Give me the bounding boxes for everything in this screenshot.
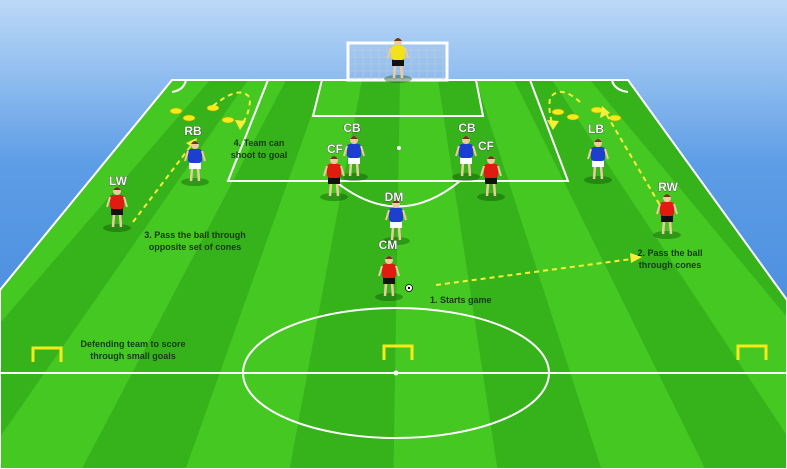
stripe xyxy=(393,80,498,469)
player-cm-red xyxy=(375,256,403,301)
label-lb: LB xyxy=(588,122,604,136)
cone xyxy=(182,114,196,122)
stripe xyxy=(185,80,362,469)
boundary-line xyxy=(0,79,787,469)
cone xyxy=(221,116,235,124)
arrow-curl-right xyxy=(548,91,581,127)
note-step3-line1: 3. Pass the ball through xyxy=(144,230,246,240)
note-step3-line2: opposite set of cones xyxy=(149,242,242,252)
note-step4-line1: 4. Team can xyxy=(234,138,285,148)
stripe xyxy=(476,80,706,469)
corner-arc-right xyxy=(611,79,629,93)
stripe xyxy=(0,80,210,469)
small-goal xyxy=(382,344,414,360)
arrow-curl-left xyxy=(212,91,252,127)
label-cb-right: CB xyxy=(458,121,476,135)
note-step4-line2: shoot to goal xyxy=(231,150,288,160)
player-rw-red xyxy=(653,194,681,239)
label-cb-left: CB xyxy=(343,121,361,135)
player-rb-blue xyxy=(181,141,209,186)
note-step2-line1: 2. Pass the ball xyxy=(637,248,702,258)
small-goal xyxy=(31,346,63,362)
player-cf-red xyxy=(320,156,348,201)
note-step2-line2: through cones xyxy=(639,260,702,270)
cone xyxy=(608,114,622,122)
label-dm: DM xyxy=(385,190,404,204)
player-cf-red xyxy=(477,156,505,201)
arrow-rw-pass xyxy=(604,111,665,213)
stripe xyxy=(0,80,286,469)
label-cf-right: CF xyxy=(478,139,494,153)
player-dm-blue xyxy=(382,200,410,245)
player-lb-blue xyxy=(584,139,612,184)
center-spot xyxy=(393,370,399,376)
player-cb-blue xyxy=(452,136,480,181)
note-step1: 1. Starts game xyxy=(430,295,492,305)
note-defend-line1: Defending team to score xyxy=(80,339,185,349)
stripe xyxy=(552,80,787,469)
label-cf-left: CF xyxy=(327,142,343,156)
center-circle xyxy=(242,307,550,439)
penalty-box xyxy=(226,79,570,182)
note-defend-line2: through small goals xyxy=(90,351,176,361)
goal-box xyxy=(311,79,485,117)
corner-arc-left xyxy=(171,79,187,93)
player-cb-blue xyxy=(340,136,368,181)
player-lw-red xyxy=(103,187,131,232)
ball xyxy=(405,284,413,292)
penalty-spot xyxy=(397,146,401,150)
small-goal xyxy=(736,344,768,360)
label-cm: CM xyxy=(379,238,398,252)
cone xyxy=(566,113,580,121)
pitch-stripes xyxy=(0,80,787,469)
cone xyxy=(551,108,565,116)
arrows xyxy=(132,91,665,286)
label-lw: LW xyxy=(109,174,128,188)
label-rw: RW xyxy=(658,180,678,194)
arrow-cm-pass xyxy=(435,258,633,286)
goalkeeper xyxy=(384,38,412,83)
label-rb: RB xyxy=(184,124,202,138)
arrow-lw-pass xyxy=(132,142,194,223)
cone xyxy=(169,107,183,115)
